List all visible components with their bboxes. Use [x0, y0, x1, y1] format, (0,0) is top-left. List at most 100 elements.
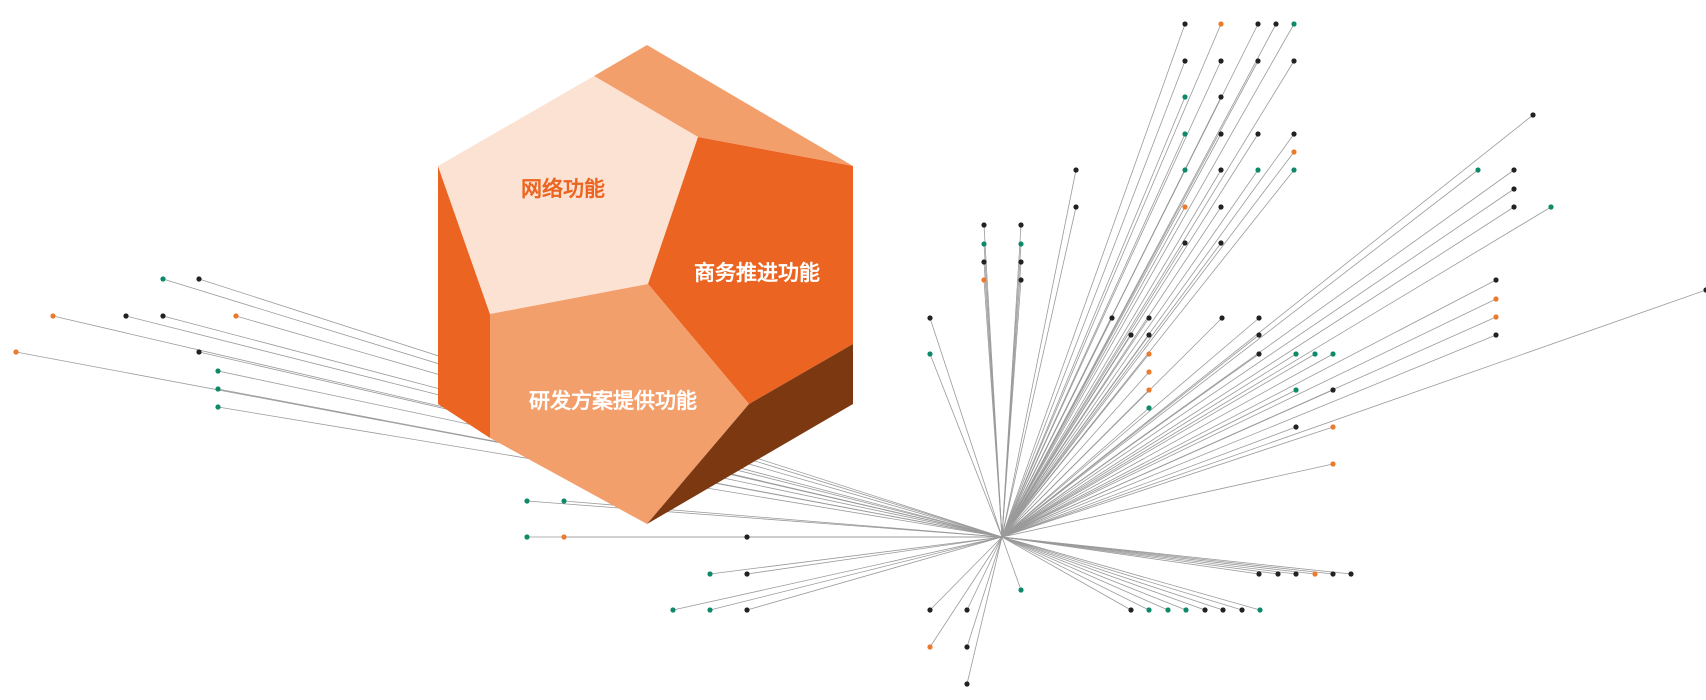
node-dot: [1312, 571, 1318, 577]
connector-line: [1001, 169, 1222, 538]
connector-line: [1001, 317, 1113, 538]
connector-line: [1001, 133, 1222, 538]
connector-line: [1001, 316, 1497, 538]
node-dot: [1256, 571, 1262, 577]
connector-line: [526, 500, 1003, 538]
node-dot: [1291, 131, 1297, 137]
node-dot: [196, 349, 202, 355]
node-dot: [1182, 94, 1188, 100]
node-dot: [1218, 204, 1224, 210]
node-dot: [1218, 131, 1224, 137]
node-dot: [981, 277, 987, 283]
connector-line: [1001, 353, 1334, 538]
connector-line: [1001, 60, 1222, 538]
connector-line: [929, 536, 1003, 611]
connector-line: [966, 536, 1003, 648]
node-dot: [1182, 167, 1188, 173]
node-dot: [1182, 240, 1188, 246]
connector-line: [1001, 536, 1243, 611]
node-dot: [1275, 571, 1281, 577]
connector-line: [1001, 188, 1515, 538]
connector-line: [1001, 463, 1334, 538]
node-dot: [1511, 167, 1517, 173]
node-dot: [1330, 571, 1336, 577]
node-dot: [1182, 131, 1188, 137]
connector-line: [1001, 60, 1186, 538]
node-dot: [744, 534, 750, 540]
connector-line: [929, 536, 1003, 648]
node-dot: [1330, 461, 1336, 467]
node-dot: [1073, 167, 1079, 173]
connector-line: [1001, 353, 1297, 538]
node-dot: [1493, 332, 1499, 338]
connector-line: [1001, 389, 1297, 538]
node-dot: [1291, 149, 1297, 155]
node-dot: [1146, 351, 1152, 357]
node-dot: [1146, 405, 1152, 411]
node-dot: [1330, 424, 1336, 430]
node-dot: [1255, 167, 1261, 173]
node-dot: [215, 368, 221, 374]
node-dot: [964, 681, 970, 687]
connector-line: [1001, 289, 1706, 538]
node-dot: [1218, 58, 1224, 64]
connector-line: [746, 536, 1003, 575]
node-dot: [927, 607, 933, 613]
node-dot: [1493, 277, 1499, 283]
node-dot: [524, 498, 530, 504]
node-dot: [981, 241, 987, 247]
node-dot: [1291, 167, 1297, 173]
node-dot: [1256, 315, 1262, 321]
connector-line: [1001, 536, 1206, 611]
node-dot: [670, 607, 676, 613]
connector-line: [1001, 334, 1150, 538]
node-dot: [1218, 21, 1224, 27]
node-dot: [13, 349, 19, 355]
connector-line: [1001, 536, 1150, 611]
connector-line: [1001, 23, 1295, 538]
connector-line: [1001, 206, 1186, 538]
connector-line: [709, 536, 1003, 611]
node-dot: [1018, 277, 1024, 283]
node-dot: [1202, 607, 1208, 613]
connector-line: [1001, 317, 1150, 538]
connector-line: [1001, 334, 1497, 538]
node-dot: [1073, 204, 1079, 210]
node-dot: [1146, 315, 1152, 321]
connector-line: [672, 536, 1003, 611]
node-dot: [1219, 315, 1225, 321]
connector-line: [1001, 536, 1022, 591]
node-dot: [1330, 351, 1336, 357]
node-dot: [1128, 607, 1134, 613]
node-dot: [196, 276, 202, 282]
node-dot: [524, 534, 530, 540]
node-dot: [561, 534, 567, 540]
face-top-right: [594, 45, 853, 166]
connector-line: [1001, 151, 1295, 538]
connector-line: [1001, 23, 1186, 538]
node-dot: [964, 644, 970, 650]
node-dot: [1293, 571, 1299, 577]
node-dot: [50, 313, 56, 319]
node-dot: [981, 259, 987, 265]
node-dot: [1703, 287, 1706, 293]
connector-line: [1001, 371, 1150, 538]
connector-line: [1001, 206, 1077, 538]
node-dot: [215, 404, 221, 410]
node-dot: [1291, 21, 1297, 27]
node-dot: [744, 571, 750, 577]
node-dot: [1291, 58, 1297, 64]
node-dot: [1220, 607, 1226, 613]
node-dot: [160, 313, 166, 319]
node-dot: [1218, 94, 1224, 100]
polyhedron: 网络功能 商务推进功能 研发方案提供功能: [438, 45, 853, 524]
node-dot: [927, 644, 933, 650]
node-dot: [1182, 21, 1188, 27]
node-dot: [1109, 315, 1115, 321]
node-dot: [1475, 167, 1481, 173]
node-dot: [744, 607, 750, 613]
connector-line: [1001, 536, 1132, 611]
node-dot: [1218, 240, 1224, 246]
connector-line: [929, 353, 1003, 538]
